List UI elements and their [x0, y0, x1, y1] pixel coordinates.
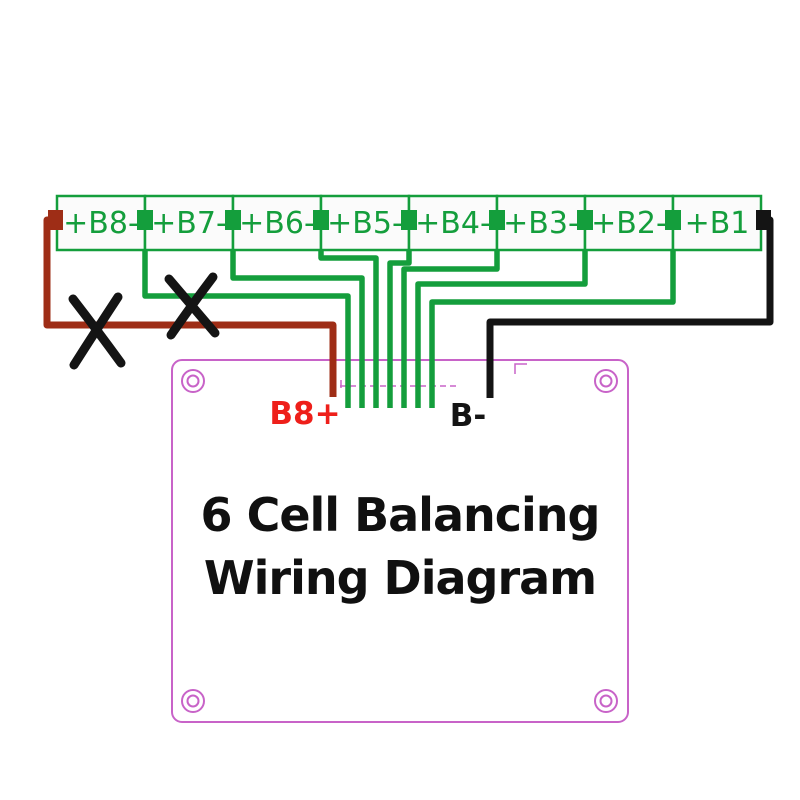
terminal-block-b5: +B5- — [319, 194, 411, 252]
terminal-label: +B5- — [327, 206, 403, 241]
balance-wire-b3-b2 — [415, 250, 588, 408]
x-mark-green-wire — [164, 272, 220, 340]
terminal-label: +B1 — [685, 206, 750, 241]
junction-tab-b6-b5 — [313, 210, 329, 230]
junction-tab-b7-b6 — [225, 210, 241, 230]
terminal-block-b6: +B6- — [231, 194, 323, 252]
balance-wire-b6-b5 — [318, 250, 379, 408]
junction-tab-b4-b3 — [489, 210, 505, 230]
terminal-rect — [231, 194, 323, 252]
balance-wire-b2-b1 — [429, 250, 676, 408]
wiring — [43, 216, 774, 408]
junction-tab-b2-b1 — [665, 210, 681, 230]
terminal-label: +B4- — [415, 206, 491, 241]
title-line-1: 6 Cell Balancing — [201, 488, 600, 542]
balance-wire-b5-b4 — [387, 250, 412, 408]
balance-wire-b7-b6 — [230, 250, 365, 408]
balance-wire-b8-b7 — [142, 250, 351, 408]
terminal-rect — [407, 194, 499, 252]
terminal-label: +B6- — [239, 206, 315, 241]
mounting-hole-top-right — [594, 369, 618, 393]
terminal-label: +B3- — [503, 206, 579, 241]
silkscreen-corner-mark — [514, 363, 527, 374]
terminal-block-b2: +B2- — [583, 194, 675, 252]
terminal-block-b7: +B7- — [143, 194, 235, 252]
junction-tab-b8-b7 — [137, 210, 153, 230]
terminal-label: +B7- — [151, 206, 227, 241]
terminal-rect — [583, 194, 675, 252]
terminal-block-b1: +B1 — [671, 194, 763, 252]
wire-b-negative — [486, 216, 774, 398]
terminal-block-b4: +B4- — [407, 194, 499, 252]
bms-board-outline — [171, 359, 629, 723]
mounting-hole-bottom-right — [594, 689, 618, 713]
wire-b8-positive — [43, 216, 337, 397]
title-line-2: Wiring Diagram — [204, 551, 596, 605]
pad-label-b8-positive: B8+ — [269, 396, 340, 432]
mounting-hole-bottom-left — [181, 689, 205, 713]
terminal-rect — [671, 194, 763, 252]
terminal-block-b8: +B8- — [55, 194, 147, 252]
terminal-label: +B2- — [591, 206, 667, 241]
mounting-hole-top-left — [181, 369, 205, 393]
junction-tab-b5-b4 — [401, 210, 417, 230]
bms-board — [171, 359, 629, 723]
junction-tab-b3-b2 — [577, 210, 593, 230]
terminal-label: +B8- — [63, 206, 139, 241]
x-mark-red-wire — [68, 292, 126, 370]
terminal-rect — [495, 194, 587, 252]
balance-wire-b4-b3 — [401, 250, 500, 408]
terminal-block-b3: +B3- — [495, 194, 587, 252]
terminal-rect — [319, 194, 411, 252]
pad-label-b-negative: B- — [450, 398, 487, 434]
balance-terminal-strip: +B8- +B7- +B6- +B5- +B4- +B3- +B2- +B1 — [48, 194, 771, 252]
